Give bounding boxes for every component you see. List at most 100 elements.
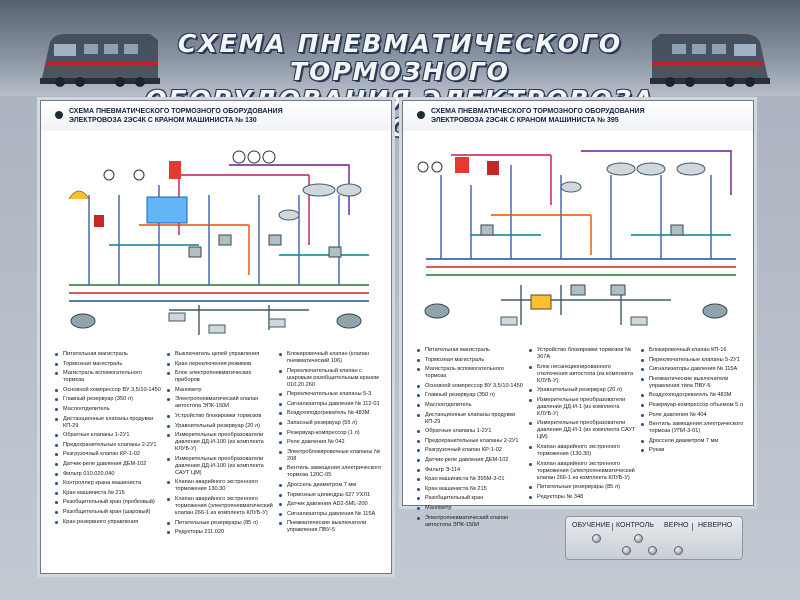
legend-column-3: Блокировочный клапан (клапан пневматичес… [279, 351, 387, 537]
legend-item: Пневматические выключатели управления ПВ… [279, 520, 387, 534]
bullet-icon [55, 111, 63, 119]
legend-item: Фильтр Э-114 [417, 467, 525, 474]
legend-item: Пневматические выключатели управления ти… [641, 376, 749, 390]
pneumatic-diagram-395 [417, 150, 736, 326]
panel-header: СХЕМА ПНЕВМАТИЧЕСКОГО ТОРМОЗНОГО ОБОРУДО… [41, 101, 391, 131]
legend-item: Сигнализаторы давления № 115А [279, 511, 387, 518]
legend-item: Уравнительный резервуар (20 л) [167, 423, 275, 430]
result-correct-label: ВЕРНО [664, 522, 689, 529]
legend-item: Измерительные преобразователи давления Д… [167, 456, 275, 477]
legend-item: Блокировочный клапан (клапан пневматичес… [279, 351, 387, 365]
legend-item: Предохранительные клапаны 2-2У1 [417, 438, 525, 445]
legend-item: Вентиль замещения электрического тормоза… [279, 465, 387, 479]
legend-item: Главный резервуар (350 л) [55, 396, 163, 403]
poster-title: СХЕМА ПНЕВМАТИЧЕСКОГО ТОРМОЗНОГО ОБОРУДО… [140, 30, 660, 142]
legend-item: Контроллер крана машиниста [55, 480, 163, 487]
legend-item: Дроссели диаметром 7 мм [641, 438, 749, 445]
legend-item: Клапан аварийного экстренного торможения… [529, 461, 637, 482]
legend-item: Питательная магистраль [417, 347, 525, 354]
panel-crane-395: СХЕМА ПНЕВМАТИЧЕСКОГО ТОРМОЗНОГО ОБОРУДО… [402, 100, 754, 528]
locomotive-right-icon [650, 34, 770, 87]
legend-item: Фильтр 010.020.040 [55, 471, 163, 478]
legend-item: Датчик-реле давления ДЕМ-102 [417, 457, 525, 464]
result-wrong-label: НЕВЕРНО [698, 522, 733, 529]
panel-title-line1: СХЕМА ПНЕВМАТИЧЕСКОГО ТОРМОЗНОГО ОБОРУДО… [69, 108, 283, 115]
legend-item: Блок электропневматических приборов [167, 370, 275, 384]
legend-item: Блок несанкционированного отключения авт… [529, 364, 637, 385]
panel-title-line2: ЭЛЕКТРОВОЗА 2ЭС4К С КРАНОМ МАШИНИСТА № 3… [431, 117, 619, 124]
legend-item: Тормозная магистраль [417, 357, 525, 364]
legend-item: Измерительные преобразователи давления Д… [167, 432, 275, 453]
legend-item: Рукав [641, 447, 749, 454]
legend-item: Устройство блокировки тормозов № 367А [529, 347, 637, 361]
legend-item: Датчик давления AD2-5ML-200 [279, 501, 387, 508]
legend-item: Основной компрессор ВУ 3,5/10-1450 [417, 383, 525, 390]
legend-item: Реле давления № 042 [279, 439, 387, 446]
legend-item: Дроссель диаметром 7 мм [279, 482, 387, 489]
legend-item: Основной компрессор ВУ 3,5/10-1450 [55, 387, 163, 394]
legend-item: Разобщительный кран (пробковый) [55, 499, 163, 506]
legend-item: Датчик-реле давления ДЕМ-102 [55, 461, 163, 468]
legend-item: Маслоотделитель [55, 406, 163, 413]
legend-item: Кран машиниста № 395М-3-01 [417, 476, 525, 483]
legend-item: Главный резервуар (350 л) [417, 392, 525, 399]
legend-item: Редукторы № 348 [529, 494, 637, 501]
legend-item: Переключательный клапан с шаровым разобщ… [279, 368, 387, 389]
legend-item: Уравнительный резервуар (20 л) [529, 387, 637, 394]
legend-item: Тормозные цилиндры 627 УХЛ1 [279, 492, 387, 499]
legend-item: Питательные резервуары (85 л) [529, 484, 637, 491]
legend-item: Обратные клапаны 1-2У1 [417, 428, 525, 435]
legend-item: Магистраль вспомогательного тормоза [417, 366, 525, 380]
legend-item: Дистанционные клапаны продувки КП-29 [55, 416, 163, 430]
legend-item: Воздухоподогреватель № 483М [641, 392, 749, 399]
panel-header: СХЕМА ПНЕВМАТИЧЕСКОГО ТОРМОЗНОГО ОБОРУДО… [403, 101, 753, 131]
legend-item: Сигнализаторы давления № 115А [641, 366, 749, 373]
control-mode-button[interactable] [634, 534, 643, 543]
panel-title: СХЕМА ПНЕВМАТИЧЕСКОГО ТОРМОЗНОГО ОБОРУДО… [431, 107, 731, 125]
legend-item: Блокировочный клапан КП-16 [641, 347, 749, 354]
legend-item: Дистанционные клапаны продувки КП-29 [417, 412, 525, 426]
legend-item: Манометр [417, 505, 525, 512]
legend-item: Воздухоподогреватель № 483М [279, 410, 387, 417]
legend-item: Кран машиниста № 215 [417, 486, 525, 493]
legend-item: Кран резервного управления [55, 519, 163, 526]
mode-control-label: КОНТРОЛЬ [616, 522, 654, 529]
legend-item: Тормозная магистраль [55, 361, 163, 368]
legend-item: Электроблокировочные клапаны № 208 [279, 449, 387, 463]
panel-title: СХЕМА ПНЕВМАТИЧЕСКОГО ТОРМОЗНОГО ОБОРУДО… [69, 107, 369, 125]
legend-item: Кран машиниста № 215 [55, 490, 163, 497]
panel-crane-130: СХЕМА ПНЕВМАТИЧЕСКОГО ТОРМОЗНОГО ОБОРУДО… [40, 100, 392, 574]
panel-title-line2: ЭЛЕКТРОВОЗА 2ЭС4К С КРАНОМ МАШИНИСТА № 1… [69, 117, 257, 124]
pneumatic-diagram-130 [68, 150, 369, 335]
answer-button-2[interactable] [648, 546, 657, 555]
legend-item: Устройство блокировки тормозов [167, 413, 275, 420]
legend-item: Питательные резервуары (85 л) [167, 520, 275, 527]
answer-button-1[interactable] [622, 546, 631, 555]
legend-item: Электропневматический клапан автостопа Э… [167, 396, 275, 410]
legend-item: Клапан аварийного экстренного торможения… [167, 479, 275, 493]
legend-item: Предохранительные клапаны 2-2У1 [55, 442, 163, 449]
legend-item: Разобщительный кран [417, 495, 525, 502]
legend-item: Маслоотделитель [417, 402, 525, 409]
bullet-icon [417, 111, 425, 119]
panel-title-line1: СХЕМА ПНЕВМАТИЧЕСКОГО ТОРМОЗНОГО ОБОРУДО… [431, 108, 645, 115]
legend-item: Переключательные клапаны 5-2У1 [641, 357, 749, 364]
divider [692, 523, 693, 531]
legend-item: Реле давления № 404 [641, 412, 749, 419]
legend-item: Резервуар-компрессор объемом 5 л [641, 402, 749, 409]
header-banner: СХЕМА ПНЕВМАТИЧЕСКОГО ТОРМОЗНОГО ОБОРУДО… [0, 0, 800, 142]
legend-item: Манометр [167, 387, 275, 394]
mode-training-label: ОБУЧЕНИЕ [572, 522, 611, 529]
legend-item: Запасный резервуар (55 л) [279, 420, 387, 427]
training-mode-button[interactable] [592, 534, 601, 543]
poster-title-line1: СХЕМА ПНЕВМАТИЧЕСКОГО ТОРМОЗНОГО [177, 29, 623, 86]
legend-item: Разобщительный кран (шаровый) [55, 509, 163, 516]
legend-item: Выключатель цепей управления [167, 351, 275, 358]
legend-item: Сигнализаторы давления № 112-01 [279, 401, 387, 408]
legend-item: Питательная магистраль [55, 351, 163, 358]
answer-button-3[interactable] [674, 546, 683, 555]
